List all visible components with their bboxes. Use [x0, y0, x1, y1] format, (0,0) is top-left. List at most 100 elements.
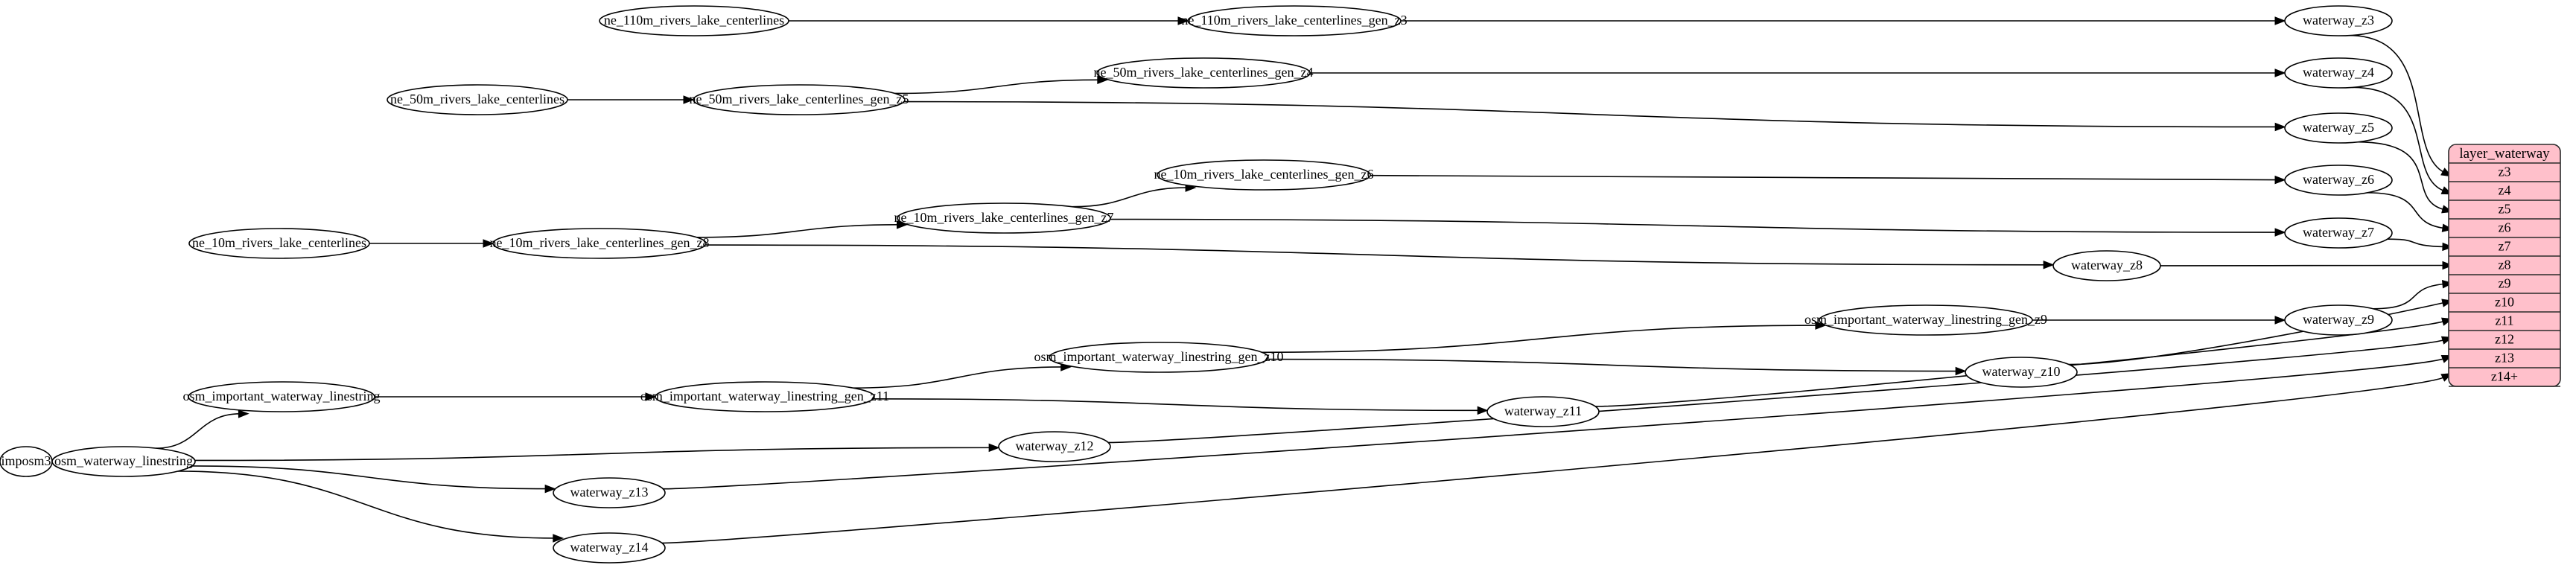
graph-node[interactable]: waterway_z6	[2284, 165, 2393, 196]
edge-path	[663, 357, 2445, 490]
graph-node[interactable]: ne_10m_rivers_lake_centerlines	[188, 228, 370, 259]
node-label: osm_waterway_linestring	[54, 453, 193, 468]
graph-node[interactable]: waterway_z7	[2284, 217, 2393, 249]
edge-layer	[34, 16, 2454, 544]
edge-path	[1267, 358, 1958, 372]
graph-edge	[1310, 68, 2286, 77]
graph-node[interactable]: waterway_z11	[1486, 396, 1600, 427]
node-ellipse	[897, 202, 1111, 234]
edge-path	[2387, 238, 2445, 248]
edge-arrowhead	[553, 534, 565, 543]
graph-node[interactable]: ne_110m_rivers_lake_centerlines_gen_z3	[1181, 5, 1408, 36]
edge-arrowhead	[2442, 242, 2454, 252]
table-row[interactable]: z4	[2499, 183, 2511, 198]
table-row-label: z13	[2495, 351, 2514, 366]
graph-edge	[2032, 316, 2286, 325]
table-row[interactable]: z6	[2499, 220, 2511, 235]
node-ellipse	[2052, 250, 2161, 281]
node-label: waterway_z11	[1504, 403, 1582, 418]
graph-edge	[369, 239, 494, 248]
graph-edge	[1262, 321, 1827, 354]
table-row[interactable]: z14+	[2491, 369, 2518, 384]
edge-arrowhead	[483, 239, 494, 248]
graph-node[interactable]: osm_important_waterway_linestring_gen_z1…	[640, 381, 889, 412]
graph-edge	[696, 220, 908, 238]
graph-node[interactable]: osm_waterway_linestring	[51, 446, 196, 477]
graph-node[interactable]: ne_10m_rivers_lake_centerlines_gen_z6	[1154, 159, 1374, 191]
graph-node[interactable]: waterway_z5	[2284, 112, 2393, 144]
node-label: ne_110m_rivers_lake_centerlines	[604, 13, 784, 28]
graph-edge	[375, 392, 657, 401]
graph-node[interactable]: waterway_z9	[2284, 304, 2393, 336]
graph-edge	[2160, 261, 2454, 270]
graph-node[interactable]: osm_important_waterway_linestring_gen_z9	[1804, 304, 2047, 336]
graph-node[interactable]: waterway_z3	[2284, 5, 2393, 36]
graph-node[interactable]: ne_50m_rivers_lake_centerlines_gen_z4	[1094, 57, 1314, 89]
graph-node[interactable]: waterway_z14	[553, 532, 666, 564]
table-row[interactable]: z7	[2499, 239, 2511, 254]
graph-edge	[156, 409, 249, 449]
node-label: osm_important_waterway_linestring_gen_z1…	[640, 389, 889, 403]
graph-edge	[2387, 238, 2454, 252]
node-ellipse	[553, 477, 666, 508]
node-label: ne_50m_rivers_lake_centerlines_gen_z4	[1094, 65, 1314, 80]
edge-path	[1110, 218, 2277, 233]
edge-path	[2367, 192, 2445, 229]
graph-node[interactable]: waterway_z12	[998, 431, 1111, 462]
node-ellipse	[387, 84, 568, 115]
node-label: ne_10m_rivers_lake_centerlines	[192, 235, 366, 250]
table-row[interactable]: z3	[2499, 165, 2511, 179]
node-label: waterway_z14	[570, 540, 649, 555]
graph-edge	[1072, 183, 1197, 208]
table-row-label: z10	[2495, 295, 2514, 310]
edge-arrowhead	[2274, 228, 2286, 237]
graph-node[interactable]: osm_important_waterway_linestring_gen_z1…	[1034, 342, 1284, 373]
node-ellipse	[1157, 159, 1371, 191]
graph-edge	[2373, 280, 2454, 310]
edge-path	[853, 366, 1063, 389]
graph-node[interactable]: ne_110m_rivers_lake_centerlines	[599, 5, 789, 36]
node-label: ne_50m_rivers_lake_centerlines	[390, 92, 565, 106]
node-ellipse	[1819, 304, 2033, 336]
graph-edge	[894, 75, 1109, 95]
table-row[interactable]: z13	[2495, 351, 2514, 366]
edge-path	[1072, 187, 1188, 208]
table-row[interactable]: z8	[2499, 258, 2511, 272]
graph-node[interactable]: ne_10m_rivers_lake_centerlines_gen_z8	[490, 228, 710, 259]
table-row[interactable]: z9	[2499, 276, 2511, 291]
edge-path	[696, 224, 899, 238]
graph-node[interactable]: waterway_z10	[1965, 357, 2078, 388]
graph-node[interactable]: ne_50m_rivers_lake_centerlines_gen_z5	[690, 84, 909, 115]
node-ellipse	[693, 84, 906, 115]
edge-path	[661, 376, 2445, 544]
table-row[interactable]: z11	[2495, 313, 2513, 328]
graph-node[interactable]: osm_important_waterway_linestring	[183, 381, 381, 412]
node-ellipse	[599, 5, 789, 36]
graph-node[interactable]: ne_10m_rivers_lake_centerlines_gen_z7	[894, 202, 1114, 234]
graph-edge	[194, 443, 1000, 462]
edge-arrowhead	[1477, 406, 1489, 415]
node-label: waterway_z4	[2303, 65, 2374, 80]
graph-node[interactable]: imposm3	[0, 446, 53, 477]
graph-node[interactable]: waterway_z13	[553, 477, 666, 508]
node-label: waterway_z3	[2303, 13, 2374, 28]
table-row[interactable]: z10	[2495, 295, 2514, 310]
graph-node[interactable]: waterway_z4	[2284, 57, 2393, 89]
graph-edge	[873, 398, 1489, 415]
edge-arrowhead	[2442, 261, 2454, 270]
graph-node[interactable]: waterway_z8	[2052, 250, 2161, 281]
node-ellipse	[2284, 165, 2393, 196]
table-row-label: z9	[2499, 276, 2511, 291]
graph-edge	[903, 100, 2286, 132]
graph-node[interactable]: ne_50m_rivers_lake_centerlines	[387, 84, 568, 115]
table-group[interactable]: layer_waterwayz3z4z5z6z7z8z9z10z11z12z13…	[2448, 144, 2561, 387]
node-label: ne_110m_rivers_lake_centerlines_gen_z3	[1181, 13, 1407, 28]
table-row[interactable]: z5	[2499, 202, 2511, 217]
edge-path	[1262, 325, 1817, 354]
node-ellipse	[553, 532, 666, 564]
edge-path	[873, 398, 1480, 412]
graph-edge	[705, 244, 2055, 269]
table-row[interactable]: z12	[2495, 332, 2514, 347]
